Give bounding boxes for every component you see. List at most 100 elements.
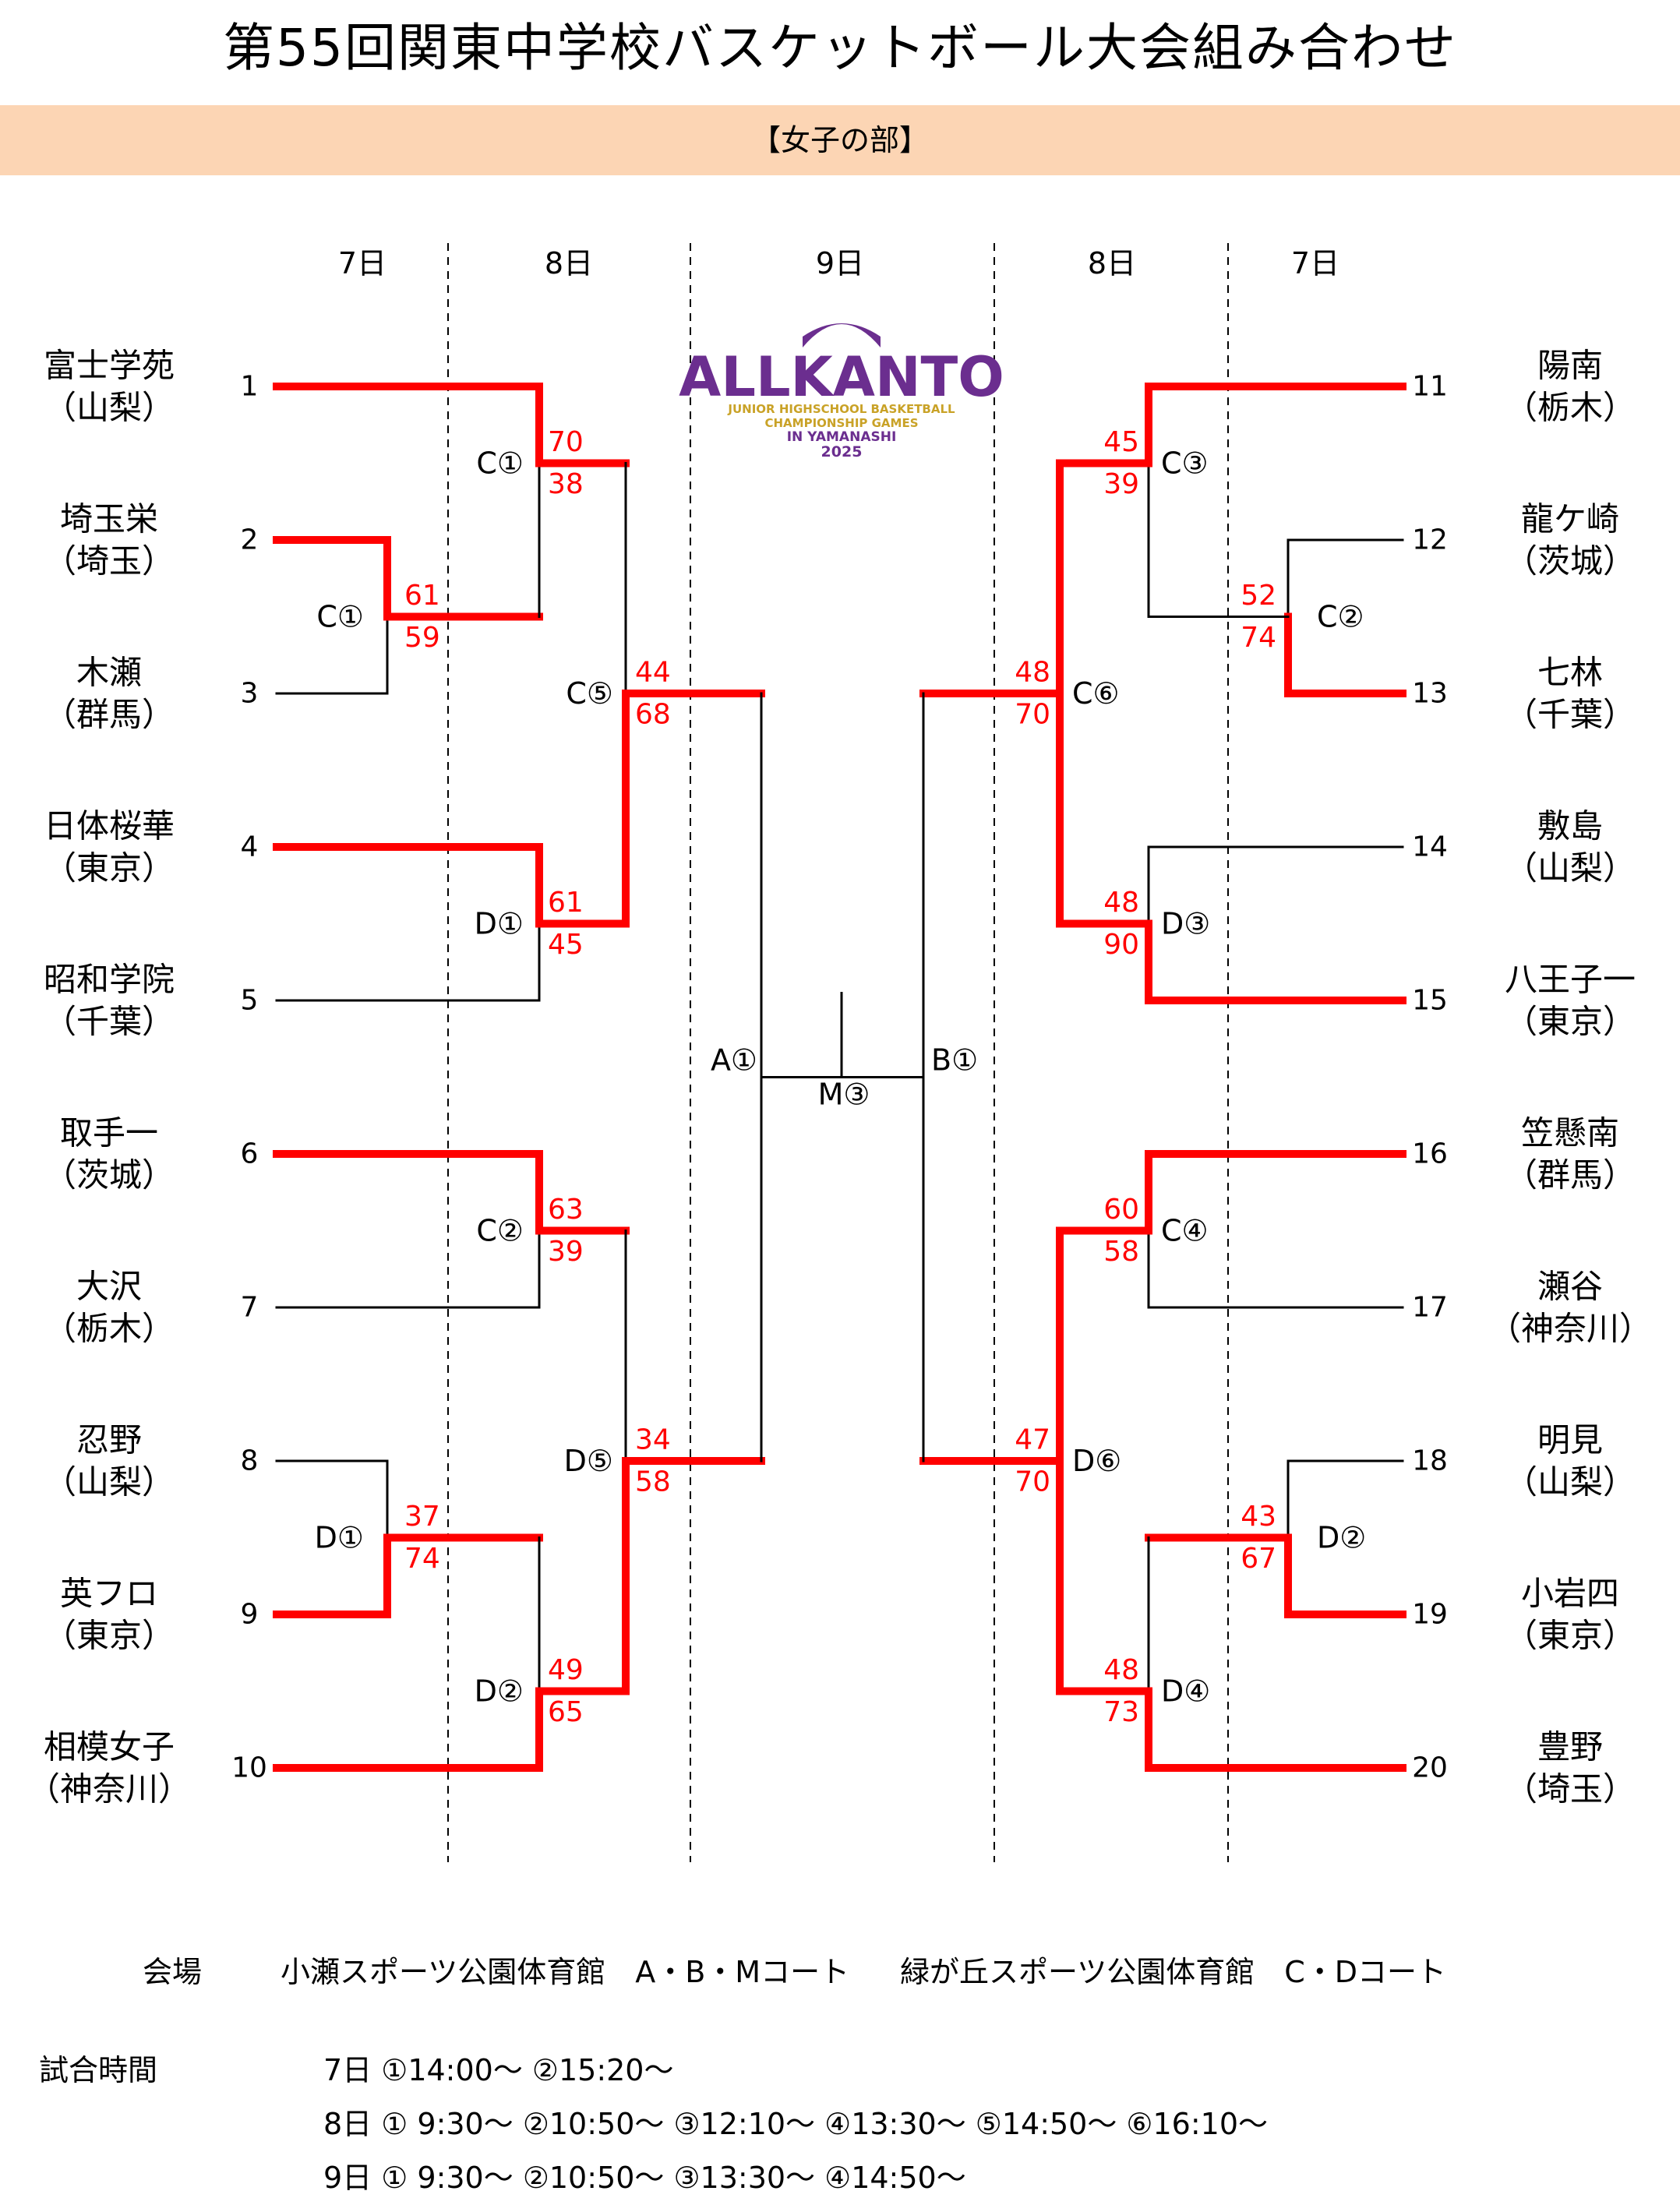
seed-number: 9 (241, 1599, 259, 1631)
team-pref: （群馬） (1505, 1156, 1636, 1194)
seed-number: 1 (241, 371, 259, 403)
game-court-label: A① (711, 1043, 757, 1078)
team-name: 取手一 (60, 1114, 158, 1152)
seed-number: 5 (241, 985, 259, 1017)
seed-number: 6 (241, 1138, 259, 1170)
team-pref: （神奈川） (27, 1770, 191, 1808)
day-header-right-7: 7日 (1291, 246, 1339, 280)
score-top: 47 (1015, 1424, 1050, 1456)
bracket-line (1145, 919, 1406, 1004)
venue-2: 緑が丘スポーツ公園体育館 C・Dコート (900, 1955, 1447, 1989)
seed-number: 17 (1412, 1292, 1448, 1324)
bracket-line (273, 1687, 543, 1772)
bracket-line (622, 690, 765, 928)
team-name: 敷島 (1537, 807, 1603, 845)
game-court-label: C② (476, 1214, 524, 1248)
team-pref: （埼玉） (1505, 1770, 1636, 1808)
logo-subtitle: JUNIOR HIGHSCHOOL BASKETBALL (727, 402, 955, 416)
team-name: 陽南 (1537, 347, 1603, 385)
score-bottom: 39 (548, 1236, 584, 1268)
seed-number: 11 (1412, 371, 1448, 403)
team-name: 笠懸南 (1521, 1114, 1619, 1152)
section-banner: 【女子の部】 (0, 105, 1680, 175)
team-pref: （栃木） (1505, 389, 1636, 427)
team-name: 豊野 (1537, 1728, 1603, 1766)
team-pref: （山梨） (1505, 849, 1636, 887)
score-top: 48 (1015, 657, 1050, 689)
team-pref: （千葉） (1505, 696, 1636, 734)
game-court-label: D③ (1161, 907, 1210, 941)
game-court-label: C② (1317, 600, 1364, 634)
game-court-label: D① (475, 907, 524, 941)
team-name: 昭和学院 (44, 961, 175, 999)
seed-number: 3 (241, 678, 259, 710)
score-top: 45 (1103, 426, 1139, 458)
bracket-line (1145, 1150, 1406, 1235)
score-top: 70 (548, 426, 584, 458)
page-title: 第55回関東中学校バスケットボール大会組み合わせ (223, 18, 1457, 78)
team-pref: （山梨） (1505, 1463, 1636, 1501)
seed-number: 10 (231, 1752, 267, 1784)
seed-number: 14 (1412, 831, 1448, 863)
score-top: 61 (404, 580, 440, 612)
team-name: 八王子一 (1505, 961, 1636, 999)
seed-number: 12 (1412, 524, 1448, 556)
schedule-day7: 7日 ①14:00～ ②15:20～ (323, 2053, 674, 2087)
score-bottom: 67 (1241, 1543, 1276, 1575)
team-name: 相模女子 (44, 1728, 175, 1766)
score-bottom: 58 (635, 1466, 671, 1498)
day-header-9: 9日 (816, 246, 864, 280)
seed-number: 4 (241, 831, 259, 863)
day-header-left-8: 8日 (545, 246, 593, 280)
bracket-line (760, 992, 843, 1078)
schedule-day9: 9日 ① 9:30～ ②10:50～ ③13:30～ ④14:50～ (323, 2161, 966, 2195)
score-bottom: 45 (548, 929, 584, 961)
bracket-line (275, 1230, 541, 1309)
game-court-label: D④ (1161, 1674, 1210, 1709)
team-pref: （茨城） (44, 1156, 175, 1194)
score-bottom: 68 (635, 699, 671, 731)
seed-number: 19 (1412, 1599, 1448, 1631)
team-name: 大沢 (76, 1268, 142, 1306)
team-pref: （東京） (44, 1617, 175, 1655)
score-bottom: 58 (1103, 1236, 1139, 1268)
team-pref: （茨城） (1505, 542, 1636, 580)
team-name: 龍ケ崎 (1521, 500, 1619, 538)
basketball-logo-icon (803, 323, 881, 348)
score-bottom: 39 (1103, 468, 1139, 500)
bracket-line (1286, 1459, 1404, 1539)
seed-number: 15 (1412, 985, 1448, 1017)
score-bottom: 70 (1015, 1466, 1050, 1498)
team-name: 埼玉栄 (60, 500, 158, 538)
score-bottom: 74 (404, 1543, 440, 1575)
score-bottom: 70 (1015, 699, 1050, 731)
game-court-label: D② (475, 1674, 524, 1709)
score-bottom: 59 (404, 622, 440, 654)
seed-number: 7 (241, 1292, 259, 1324)
game-court-label: M③ (818, 1078, 870, 1112)
bracket-line (1147, 462, 1290, 618)
seed-number: 20 (1412, 1752, 1448, 1784)
team-name: 小岩四 (1521, 1575, 1619, 1613)
team-name: 忍野 (76, 1421, 142, 1459)
bracket-line (273, 536, 391, 621)
team-name: 七林 (1537, 654, 1603, 692)
seed-number: 16 (1412, 1138, 1448, 1170)
team-pref: （栃木） (44, 1310, 175, 1348)
bracket-line (273, 1150, 543, 1235)
logo-title: ALLKANTO (679, 345, 1004, 409)
bracket-line (1147, 1230, 1404, 1309)
bracket-line (1145, 383, 1406, 467)
team-pref: （東京） (1505, 1617, 1636, 1655)
game-court-label: D⑥ (1072, 1444, 1121, 1478)
team-name: 明見 (1537, 1421, 1603, 1459)
bracket-line (1147, 845, 1404, 925)
score-top: 49 (548, 1654, 584, 1686)
team-name: 英フロ (60, 1575, 158, 1613)
seed-number: 2 (241, 524, 259, 556)
schedule-label: 試合時間 (39, 2053, 158, 2087)
game-court-label: C④ (1161, 1214, 1209, 1248)
score-top: 37 (404, 1501, 440, 1533)
game-court-label: C⑥ (1072, 676, 1120, 711)
game-court-label: D② (1317, 1521, 1366, 1555)
